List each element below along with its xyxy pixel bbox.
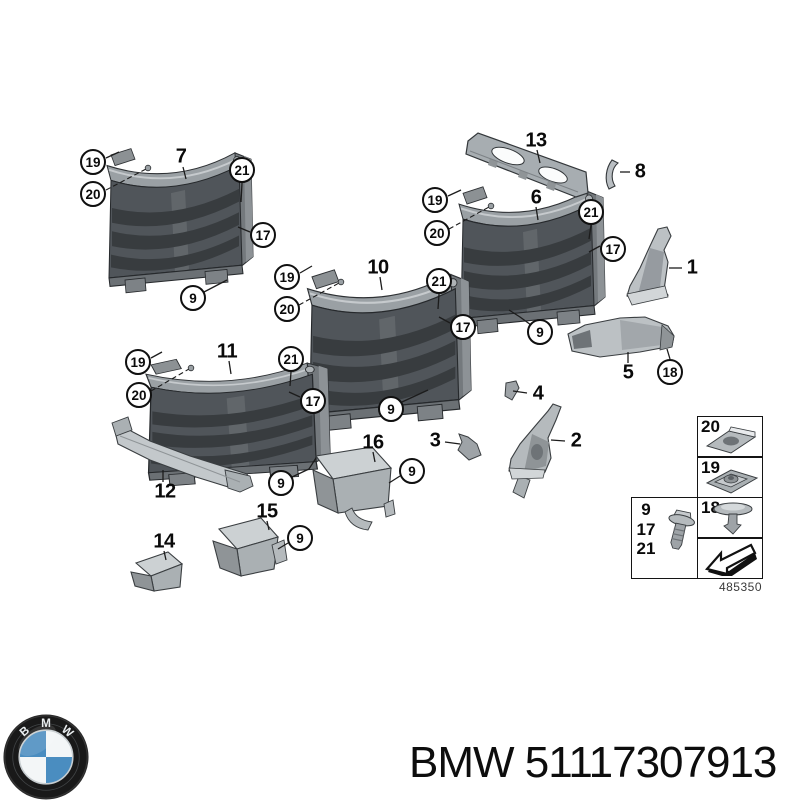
legend-ref-9: 9 [641,500,651,519]
callout-21: 21 [426,268,452,294]
legend-ref-19: 19 [701,458,720,477]
callout-20: 20 [126,382,152,408]
svg-text:M: M [41,717,51,730]
part-16-drawing [312,446,396,531]
callout-20: 20 [424,220,450,246]
callout-9: 9 [180,285,206,311]
product-title: BMW 51117307913 [409,738,777,787]
part-label-3: 3 [429,429,441,452]
callout-20: 20 [274,296,300,322]
part-12-drawing [111,416,254,493]
callout-17: 17 [450,314,476,340]
part-label-10: 10 [367,256,389,279]
legend-divider [698,456,762,458]
callout-21: 21 [578,199,604,225]
callout-18: 18 [657,359,683,385]
legend-ref-18: 18 [701,498,720,517]
callout-21: 21 [278,346,304,372]
direction-arrow-icon [704,543,757,576]
callout-9: 9 [378,396,404,422]
expanding-rivet-icon [713,502,753,535]
part-4-drawing [504,380,520,401]
tiny-screws [144,164,495,372]
legend-ref-17: 17 [636,520,656,539]
callout-19: 19 [125,349,151,375]
callout-20: 20 [80,181,106,207]
callout-9: 9 [268,470,294,496]
part-label-5: 5 [622,361,634,384]
legend-combo-refs: 9 17 21 [633,500,659,558]
part-14-drawing [130,551,184,592]
part-label-8: 8 [634,160,646,183]
part-13-drawing [465,132,589,198]
part-label-12: 12 [154,480,176,503]
part-label-2: 2 [570,429,582,452]
legend-divider [698,496,762,499]
bmw-roundel-icon: B M W [3,714,89,800]
part-2-drawing [508,403,562,499]
part-label-11: 11 [216,340,238,363]
part-label-16: 16 [362,431,384,454]
legend-divider [698,537,762,539]
callout-9: 9 [399,458,425,484]
callout-17: 17 [250,222,276,248]
callout-9: 9 [287,525,313,551]
cage-nut-icon [705,469,759,494]
callout-19: 19 [80,149,106,175]
screw-axis-lines [105,168,490,392]
part-3-drawing [457,433,482,461]
legend-ref-21: 21 [636,539,656,558]
callout-19: 19 [422,187,448,213]
callout-9: 9 [527,319,553,345]
clip-nut-icon [705,426,757,454]
part-label-15: 15 [256,500,278,523]
part-5-drawing [567,316,675,358]
part-label-6: 6 [530,186,542,209]
part-1-drawing [626,226,672,306]
diagram-code: 485350 [718,580,762,594]
callout-21: 21 [229,157,255,183]
screw-icon [668,509,695,550]
part-15-drawing [212,517,288,577]
fastener-legend-combo [631,497,699,579]
part-label-4: 4 [532,382,544,405]
callout-19: 19 [274,264,300,290]
callout-17: 17 [300,388,326,414]
bmw-logo: B M W [2,713,90,800]
leader-lines [105,149,682,561]
legend-ref-20: 20 [701,417,720,436]
part-label-14: 14 [153,530,175,553]
part-label-1: 1 [686,256,698,279]
part-label-7: 7 [175,145,187,168]
part-label-13: 13 [525,129,547,152]
part-8-drawing [605,159,619,190]
callout-17: 17 [600,236,626,262]
